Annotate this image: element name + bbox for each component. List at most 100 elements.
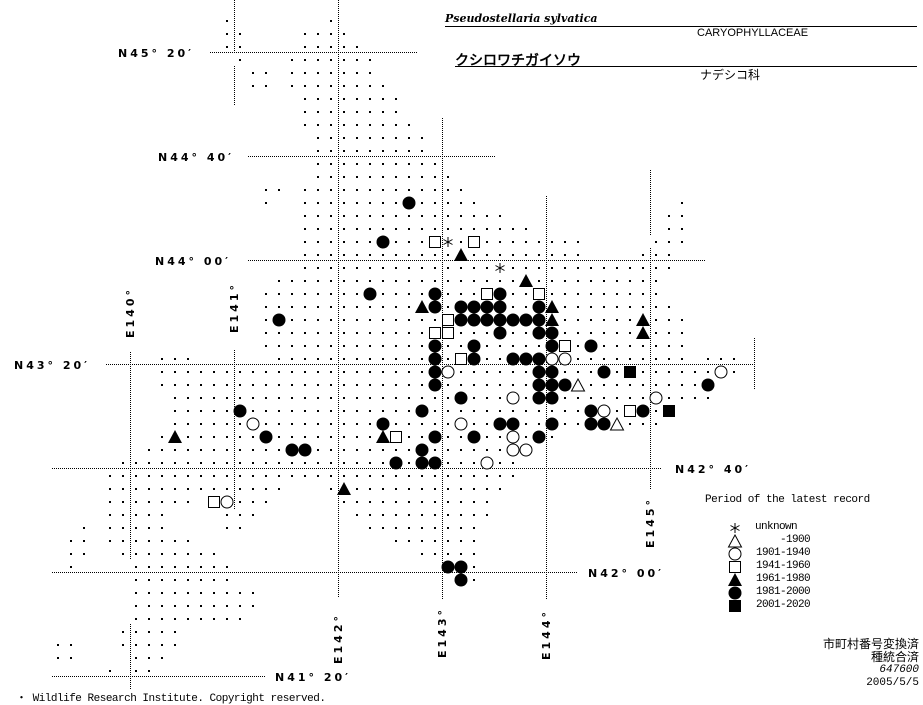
mesh-dot (681, 345, 683, 347)
mesh-dot (330, 46, 332, 48)
mesh-dot (369, 436, 371, 438)
legend-item: 2001-2020 (727, 599, 847, 612)
mesh-dot (122, 553, 124, 555)
mesh-dot (252, 462, 254, 464)
record-marker-asterisk-unknown-icon (495, 263, 505, 273)
mesh-dot (421, 163, 423, 165)
mesh-dot (655, 384, 657, 386)
mesh-dot (356, 332, 358, 334)
mesh-dot (473, 267, 475, 269)
mesh-dot (109, 527, 111, 529)
mesh-dot (291, 332, 293, 334)
mesh-dot (239, 501, 241, 503)
mesh-dot (356, 371, 358, 373)
mesh-dot (369, 358, 371, 360)
mesh-dot (733, 371, 735, 373)
mesh-dot (668, 241, 670, 243)
mesh-dot (122, 475, 124, 477)
mesh-dot (421, 397, 423, 399)
mesh-dot (447, 527, 449, 529)
mesh-dot (460, 384, 462, 386)
mesh-dot (395, 397, 397, 399)
mesh-dot (187, 462, 189, 464)
mesh-dot (681, 241, 683, 243)
mesh-dot (434, 280, 436, 282)
mesh-dot (395, 449, 397, 451)
mesh-dot (460, 410, 462, 412)
mesh-dot (447, 228, 449, 230)
mesh-dot (668, 306, 670, 308)
mesh-dot (70, 540, 72, 542)
mesh-dot (213, 371, 215, 373)
mesh-dot (239, 449, 241, 451)
mesh-dot (330, 150, 332, 152)
mesh-dot (369, 228, 371, 230)
mesh-dot (707, 397, 709, 399)
mesh-dot (694, 397, 696, 399)
mesh-dot (499, 280, 501, 282)
stamp-line-2: 種統合済 (870, 650, 919, 664)
mesh-dot (135, 618, 137, 620)
mesh-dot (447, 176, 449, 178)
mesh-dot (434, 514, 436, 516)
mesh-dot (200, 618, 202, 620)
mesh-dot (629, 423, 631, 425)
mesh-dot (668, 332, 670, 334)
mesh-dot (590, 397, 592, 399)
mesh-dot (239, 514, 241, 516)
mesh-dot (343, 475, 345, 477)
mesh-dot (564, 332, 566, 334)
mesh-dot (421, 358, 423, 360)
mesh-dot (187, 423, 189, 425)
mesh-dot (369, 306, 371, 308)
mesh-dot (278, 423, 280, 425)
mesh-dot (369, 475, 371, 477)
mesh-dot (395, 241, 397, 243)
mesh-dot (265, 72, 267, 74)
mesh-dot (395, 280, 397, 282)
mesh-dot (213, 579, 215, 581)
mesh-dot (291, 384, 293, 386)
mesh-dot (382, 384, 384, 386)
mesh-dot (512, 228, 514, 230)
mesh-dot (369, 254, 371, 256)
mesh-dot (330, 397, 332, 399)
mesh-dot (356, 475, 358, 477)
mesh-dot (213, 475, 215, 477)
mesh-dot (421, 137, 423, 139)
mesh-dot (161, 618, 163, 620)
mesh-dot (291, 306, 293, 308)
record-marker-filled-circle-icon (454, 573, 468, 587)
mesh-dot (174, 566, 176, 568)
mesh-dot (460, 514, 462, 516)
mesh-dot (473, 332, 475, 334)
mesh-dot (317, 189, 319, 191)
mesh-dot (83, 540, 85, 542)
record-marker-filled-circle-icon (415, 443, 429, 457)
mesh-dot (564, 371, 566, 373)
latitude-labels: N45° 20′ N44° 40′ N44° 00′ N43° 20′ N42°… (14, 47, 748, 684)
mesh-dot (161, 553, 163, 555)
mesh-dot (473, 254, 475, 256)
mesh-dot (551, 267, 553, 269)
mesh-dot (421, 423, 423, 425)
mesh-dot (187, 436, 189, 438)
mesh-dot (603, 384, 605, 386)
mesh-dot (226, 436, 228, 438)
mesh-dot (447, 280, 449, 282)
mesh-dot (330, 111, 332, 113)
mesh-dot (642, 254, 644, 256)
mesh-dot (681, 384, 683, 386)
mesh-dot (551, 436, 553, 438)
mesh-dot (343, 371, 345, 373)
mesh-dot (447, 215, 449, 217)
mesh-dot (200, 436, 202, 438)
mesh-dot (330, 59, 332, 61)
mesh-dot (356, 215, 358, 217)
mesh-dot (486, 436, 488, 438)
mesh-dot (473, 371, 475, 373)
mesh-dot (174, 592, 176, 594)
record-marker-open-square-icon (481, 288, 493, 300)
mesh-dot (200, 579, 202, 581)
mesh-dot (317, 423, 319, 425)
